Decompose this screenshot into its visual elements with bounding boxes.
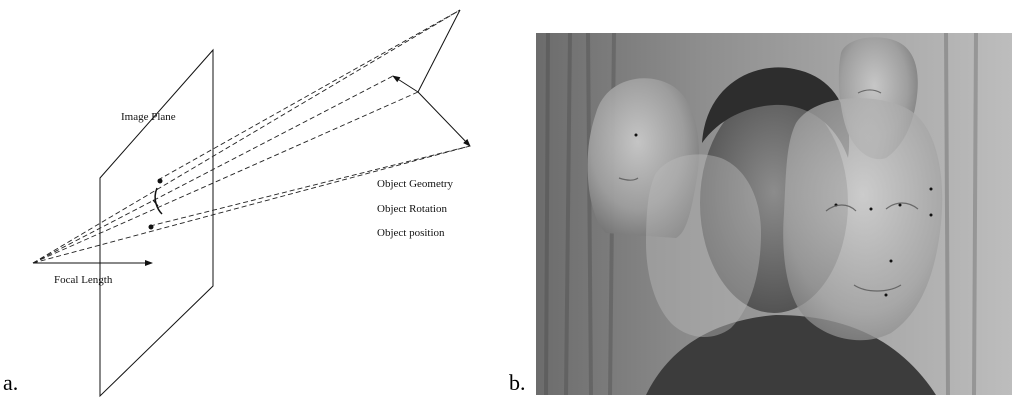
object-frame xyxy=(392,9,471,147)
object-axis-up xyxy=(417,9,461,93)
projection-rays xyxy=(32,9,471,264)
image-plane-label: Image Plane xyxy=(121,111,176,123)
photo-illustration xyxy=(536,33,1012,395)
face-model-front xyxy=(783,98,943,341)
face-model-profile xyxy=(587,78,699,238)
object-position-label: Object position xyxy=(377,227,445,239)
projected-curve xyxy=(154,187,163,215)
ray-upper xyxy=(32,75,394,264)
image-plane-outline xyxy=(99,48,214,398)
tracking-photo xyxy=(536,33,1012,395)
mask-features xyxy=(618,89,919,292)
projection-diagram: Image Plane Focal Length Object Geometry… xyxy=(32,9,471,398)
panel-label-a: a. xyxy=(3,370,19,395)
projected-point-top xyxy=(157,178,163,184)
object-axis-down xyxy=(417,91,471,147)
ray-middle xyxy=(32,91,419,264)
face-model-tilted xyxy=(646,154,761,338)
projected-point-bottom xyxy=(148,224,154,230)
ray-top xyxy=(32,9,461,264)
ray-segment-a xyxy=(157,9,461,181)
person-hair xyxy=(702,67,850,158)
projected-points xyxy=(148,178,163,230)
ray-segment-b xyxy=(149,145,471,227)
ray-lower xyxy=(32,145,471,264)
curtain-folds xyxy=(544,33,978,395)
object-rotation-label: Object Rotation xyxy=(377,203,447,215)
object-geometry-label: Object Geometry xyxy=(377,178,454,190)
focal-length-label: Focal Length xyxy=(54,274,113,286)
panel-label-b: b. xyxy=(509,370,526,395)
object-axis-left xyxy=(392,75,419,93)
